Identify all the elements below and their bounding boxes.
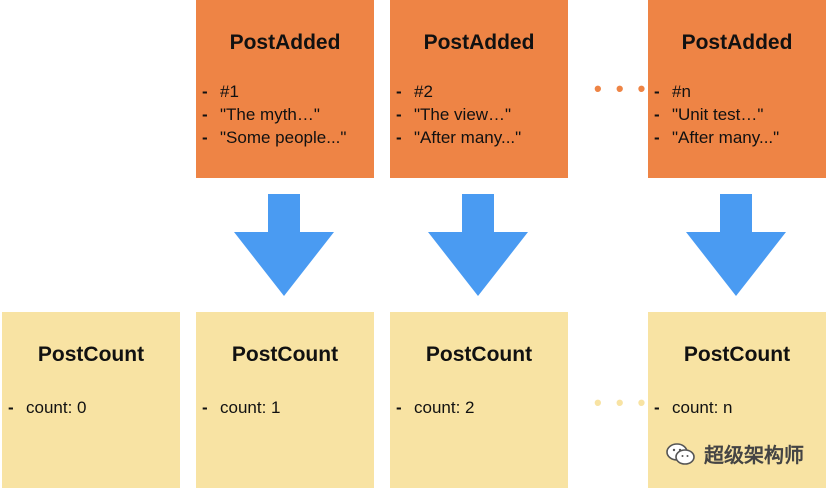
down-arrow-n bbox=[686, 194, 786, 296]
post-count-fields: -count: 0 bbox=[8, 396, 87, 419]
field-value: count: 0 bbox=[26, 398, 87, 417]
watermark-text: 超级架构师 bbox=[704, 445, 804, 467]
field-item: -count: 1 bbox=[202, 398, 281, 417]
post-added-box-1: PostAdded -#1 -"The myth…" -"Some people… bbox=[196, 0, 374, 178]
down-arrow-1 bbox=[234, 194, 334, 296]
field-item: -"Unit test…" bbox=[654, 105, 764, 124]
field-item: -"The view…" bbox=[396, 105, 512, 124]
post-count-title: PostCount bbox=[425, 343, 533, 366]
post-added-fields: -#1 -"The myth…" -"Some people..." bbox=[202, 80, 346, 149]
post-count-box-1: PostCount -count: 1 bbox=[196, 312, 374, 488]
post-added-fields: -#2 -"The view…" -"After many..." bbox=[396, 80, 521, 149]
field-value: "Unit test…" bbox=[672, 105, 764, 124]
field-value: "Some people..." bbox=[220, 128, 347, 147]
field-value: count: 2 bbox=[414, 398, 475, 417]
down-arrow-2 bbox=[428, 194, 528, 296]
field-value: "The myth…" bbox=[220, 105, 320, 124]
field-item: -count: n bbox=[654, 398, 733, 417]
ellipsis-bottom: • • • bbox=[594, 390, 650, 415]
field-value: #1 bbox=[220, 82, 239, 101]
field-item: -"After many..." bbox=[654, 128, 780, 147]
field-item: -count: 2 bbox=[396, 398, 475, 417]
watermark: 超级架构师 bbox=[666, 439, 804, 468]
post-added-title: PostAdded bbox=[423, 31, 535, 54]
post-count-fields: -count: 1 bbox=[202, 396, 281, 419]
post-count-box-0: PostCount -count: 0 bbox=[2, 312, 180, 488]
post-added-title: PostAdded bbox=[229, 31, 341, 54]
field-item: -#2 bbox=[396, 82, 433, 101]
field-item: -"The myth…" bbox=[202, 105, 320, 124]
wechat-icon bbox=[666, 442, 695, 465]
field-item: -#1 bbox=[202, 82, 239, 101]
post-count-box-2: PostCount -count: 2 bbox=[390, 312, 568, 488]
field-value: count: n bbox=[672, 398, 733, 417]
field-value: "The view…" bbox=[414, 105, 512, 124]
field-value: "After many..." bbox=[672, 128, 780, 147]
post-count-title: PostCount bbox=[37, 343, 145, 366]
post-added-box-n: PostAdded -#n -"Unit test…" -"After many… bbox=[648, 0, 826, 178]
field-item: -"Some people..." bbox=[202, 128, 347, 147]
field-item: -"After many..." bbox=[396, 128, 522, 147]
post-count-fields: -count: 2 bbox=[396, 396, 475, 419]
field-item: -count: 0 bbox=[8, 398, 87, 417]
ellipsis-top: • • • bbox=[594, 76, 650, 101]
field-value: #2 bbox=[414, 82, 433, 101]
field-value: "After many..." bbox=[414, 128, 522, 147]
post-added-fields: -#n -"Unit test…" -"After many..." bbox=[654, 80, 779, 149]
field-item: -#n bbox=[654, 82, 691, 101]
field-value: count: 1 bbox=[220, 398, 281, 417]
post-added-title: PostAdded bbox=[681, 31, 793, 54]
post-added-box-2: PostAdded -#2 -"The view…" -"After many.… bbox=[390, 0, 568, 178]
field-value: #n bbox=[672, 82, 691, 101]
post-count-title: PostCount bbox=[231, 343, 339, 366]
post-count-fields: -count: n bbox=[654, 396, 733, 419]
post-count-title: PostCount bbox=[683, 343, 791, 366]
